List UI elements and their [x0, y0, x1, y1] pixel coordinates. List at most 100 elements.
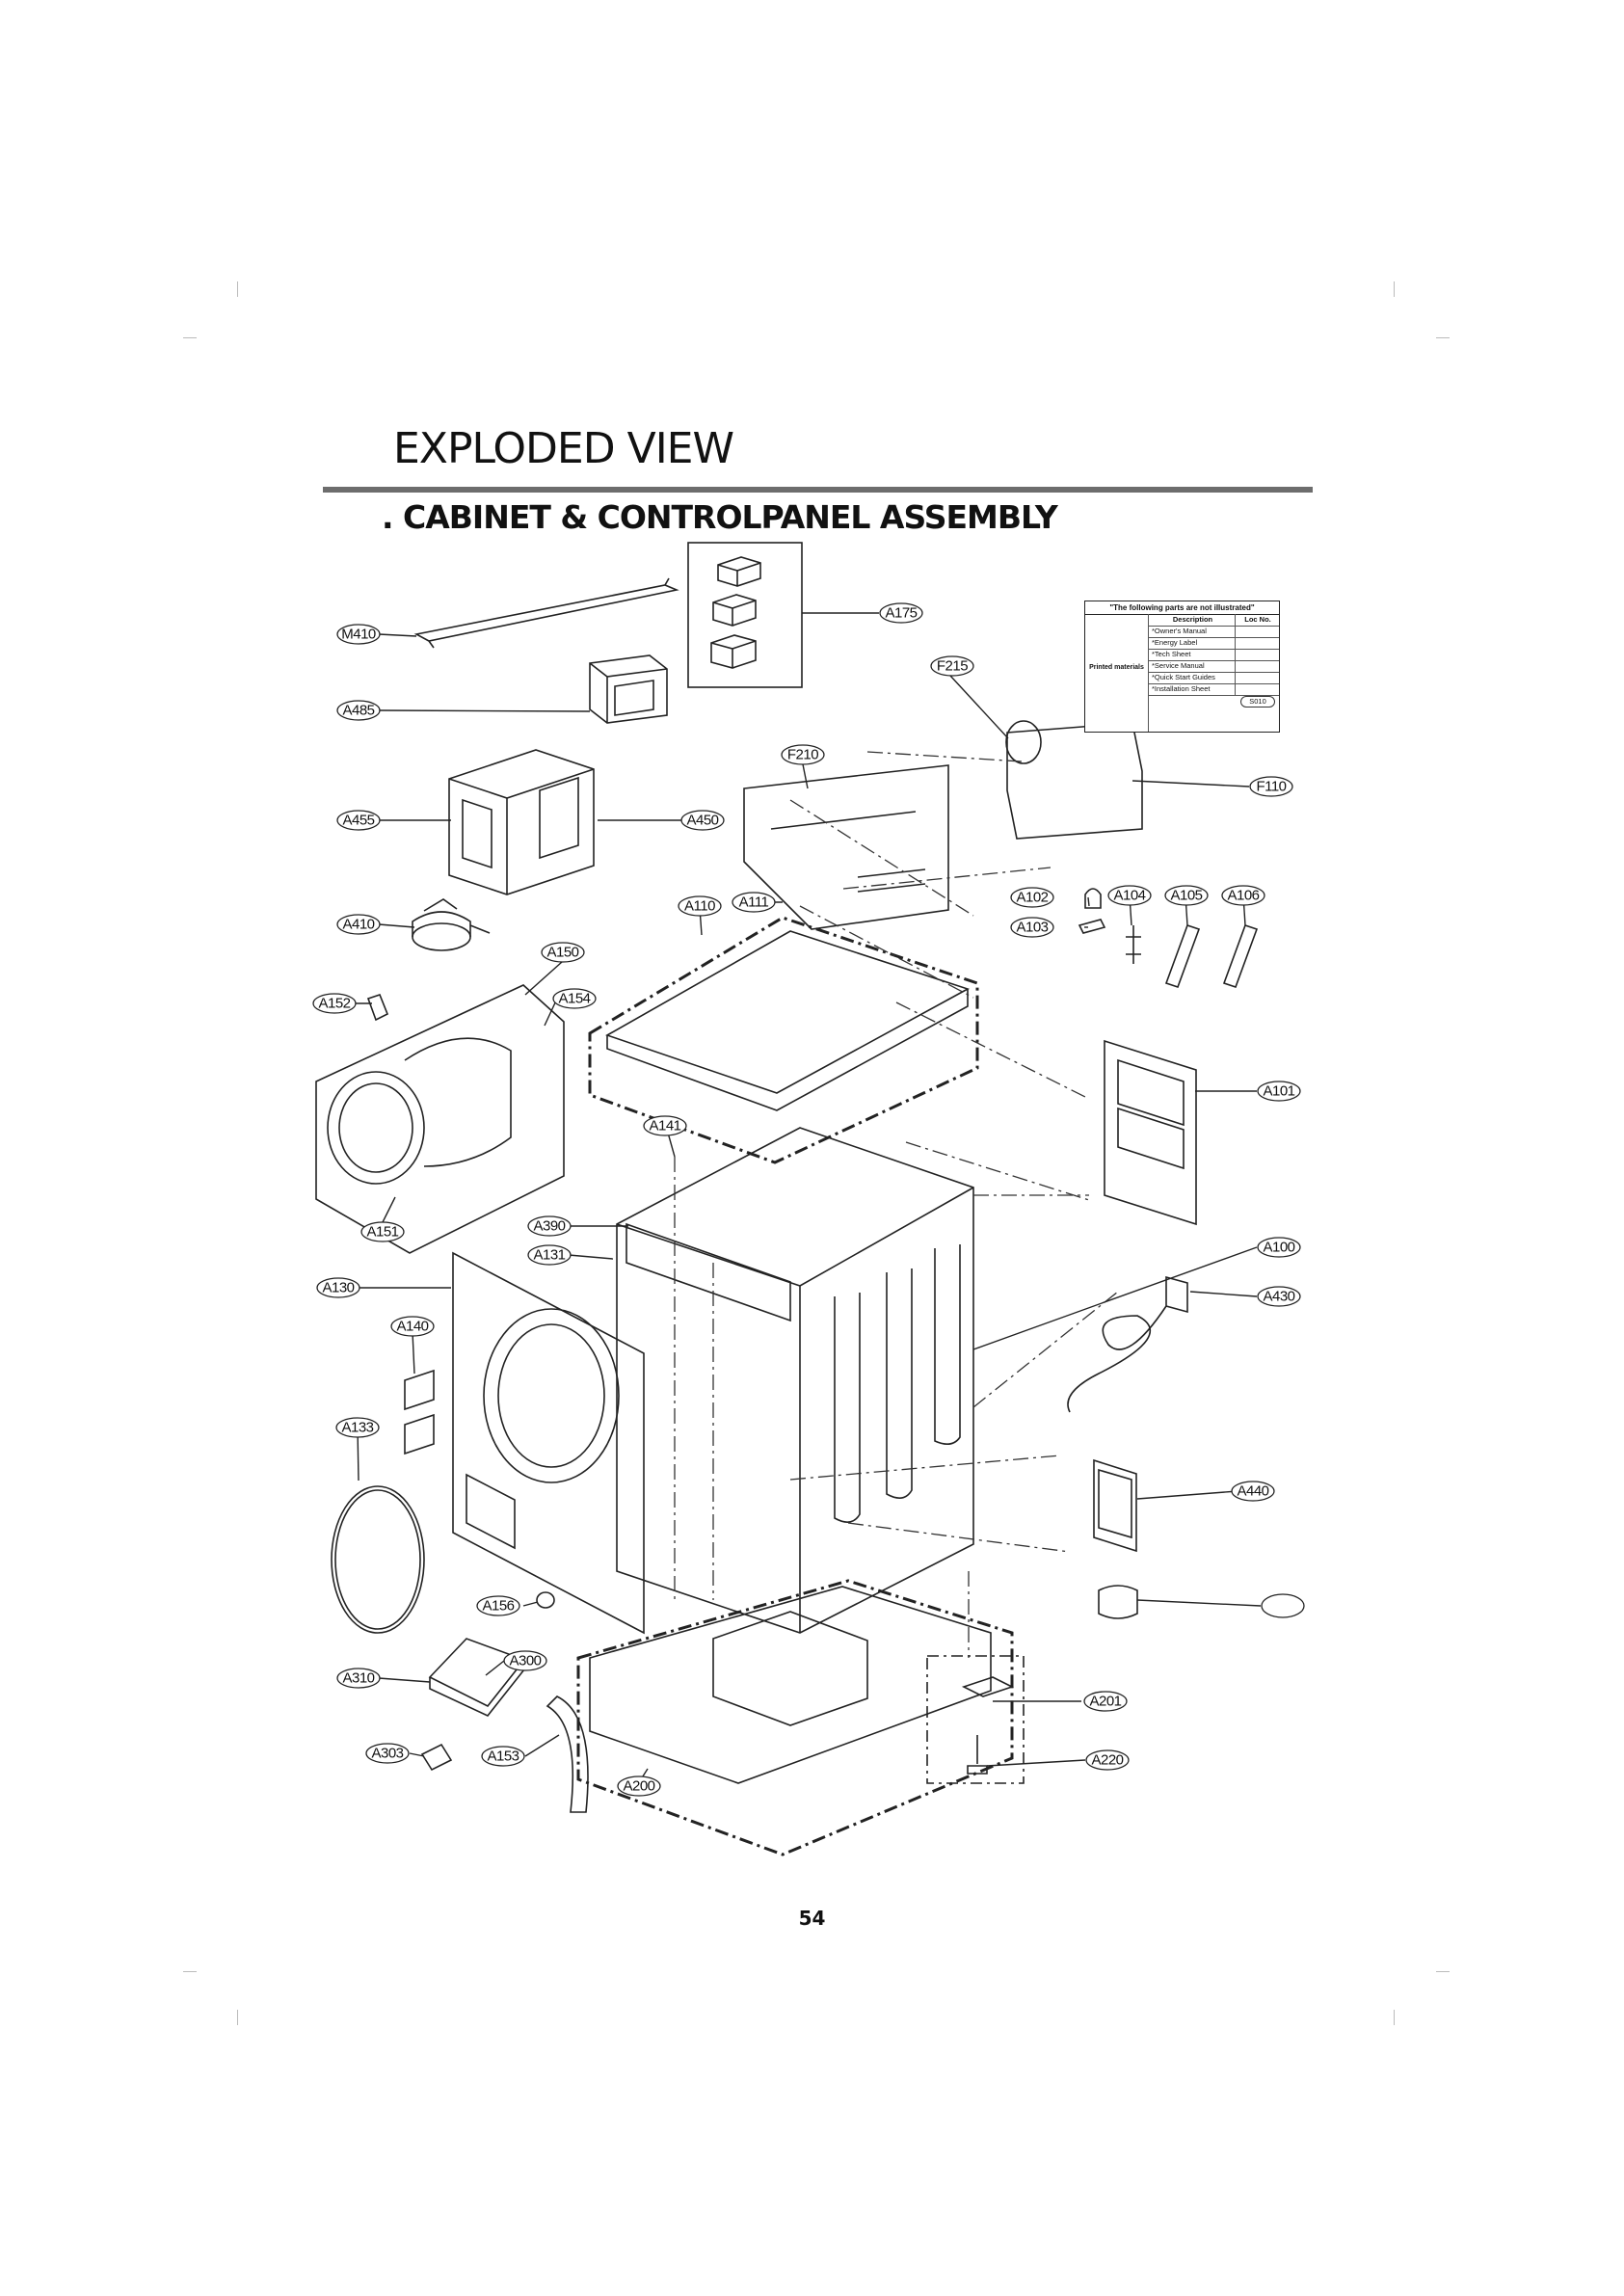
label-a154: A154 [558, 991, 590, 1007]
control-panel-drawing [743, 764, 949, 930]
foot-bracket [961, 1676, 1015, 1697]
label-a303: A303 [371, 1746, 403, 1762]
hinge-drawing [366, 994, 389, 1022]
label-a150: A150 [546, 945, 578, 961]
oval-a102 [1010, 887, 1054, 908]
table-row: *Quick Start Guides [1148, 672, 1279, 684]
oval-f210 [781, 744, 825, 765]
guide-lines [674, 751, 1119, 1658]
label-a110: A110 [684, 898, 715, 915]
oval-a100 [1257, 1237, 1301, 1258]
back-panel-drawing [1104, 1039, 1197, 1226]
label-a450: A450 [686, 813, 718, 829]
oval-a104 [1107, 885, 1152, 906]
label-a485: A485 [342, 703, 374, 719]
oval-a153 [481, 1746, 525, 1767]
front-panel-drawing [452, 1251, 645, 1635]
not-illustrated-heading: "The following parts are not illustrated… [1085, 601, 1279, 615]
col-description: Description [1172, 615, 1213, 624]
table-row-loc: S010 [1148, 695, 1279, 707]
motor-drawing [412, 922, 471, 951]
oval-blank [1261, 1593, 1305, 1618]
item-description: *Owner's Manual [1152, 627, 1207, 635]
label-ovals [312, 602, 1305, 1797]
label-a105: A105 [1170, 888, 1202, 904]
clip-part [710, 634, 757, 669]
oval-a440 [1231, 1481, 1275, 1502]
spring-a106 [1222, 923, 1259, 989]
item-description: *Service Manual [1152, 661, 1205, 670]
a156-part [536, 1591, 555, 1609]
col-loc: Loc No. [1235, 614, 1280, 626]
label-a100: A100 [1263, 1240, 1294, 1256]
table-row: *Owner's Manual [1148, 626, 1279, 638]
plug-drawing [1098, 1585, 1138, 1619]
label-a153: A153 [487, 1749, 519, 1765]
crop-mark [1394, 281, 1395, 297]
part-labels: M410 A485 A455 A450 A410 A175 F215 F210 … [318, 605, 1295, 1795]
label-a131: A131 [533, 1247, 565, 1264]
label-a151: A151 [366, 1224, 398, 1241]
oval-a450 [680, 810, 725, 831]
label-a140: A140 [396, 1319, 428, 1335]
crop-mark [1394, 2010, 1395, 2025]
crop-mark [237, 281, 238, 297]
oval-a390 [527, 1215, 572, 1237]
oval-a455 [336, 810, 381, 831]
foot-frame [926, 1655, 1025, 1784]
section-subtitle: . CABINET & CONTROLPANEL ASSEMBLY [382, 498, 1058, 536]
table-divider [1148, 614, 1149, 732]
oval-a105 [1164, 885, 1209, 906]
label-a220: A220 [1091, 1752, 1123, 1769]
label-a152: A152 [318, 996, 350, 1012]
door-glass [327, 1071, 425, 1185]
part-drawings [315, 542, 1259, 1856]
label-a175: A175 [885, 605, 917, 622]
top-bracket-drawing [413, 577, 679, 649]
label-a430: A430 [1263, 1289, 1294, 1305]
label-a410: A410 [342, 917, 374, 933]
control-board-drawing [1006, 722, 1143, 840]
oval-a410 [336, 914, 381, 935]
oval-a200 [617, 1775, 661, 1797]
not-illustrated-grid: Printed materials Description Loc No. *O… [1085, 614, 1279, 732]
oval-a300 [503, 1650, 547, 1671]
oval-a130 [316, 1277, 360, 1298]
crop-mark [237, 2010, 238, 2025]
label-f110: F110 [1256, 779, 1286, 795]
oval-a111 [732, 892, 776, 913]
oval-m410 [336, 624, 381, 645]
label-a141: A141 [649, 1118, 680, 1135]
title-rule [323, 487, 1313, 493]
crop-mark [1436, 1971, 1450, 1972]
spring-a104 [1126, 925, 1141, 964]
oval-a220 [1085, 1749, 1130, 1771]
top-plate [605, 930, 971, 1111]
oval-a150 [541, 942, 585, 963]
item-description: *Tech Sheet [1152, 650, 1191, 658]
oval-a133 [335, 1417, 380, 1438]
label-a102: A102 [1016, 890, 1048, 906]
oval-a101 [1257, 1081, 1301, 1102]
oval-a106 [1221, 885, 1265, 906]
pcb-drawing [448, 749, 595, 895]
crop-mark [183, 1971, 197, 1972]
label-a106: A106 [1227, 888, 1259, 904]
item-description: *Energy Label [1152, 638, 1198, 647]
label-a310: A310 [342, 1670, 374, 1687]
oval-a140 [390, 1316, 435, 1337]
noise-filter-drawing [1093, 1458, 1137, 1553]
a303-part [420, 1743, 453, 1772]
page-title: EXPLODED VIEW [393, 424, 734, 473]
spring-a105 [1164, 923, 1201, 989]
pump-cover-drawing [428, 1638, 526, 1717]
dispenser-drawing [589, 654, 668, 724]
clip-parts-frame [687, 542, 803, 688]
leveling-foot [967, 1735, 988, 1775]
label-a440: A440 [1237, 1483, 1268, 1500]
oval-a201 [1083, 1691, 1128, 1712]
oval-a151 [360, 1221, 405, 1242]
latch-drawing [404, 1369, 435, 1455]
table-row: *Installation Sheet [1148, 683, 1279, 696]
oval-f215 [930, 655, 974, 677]
